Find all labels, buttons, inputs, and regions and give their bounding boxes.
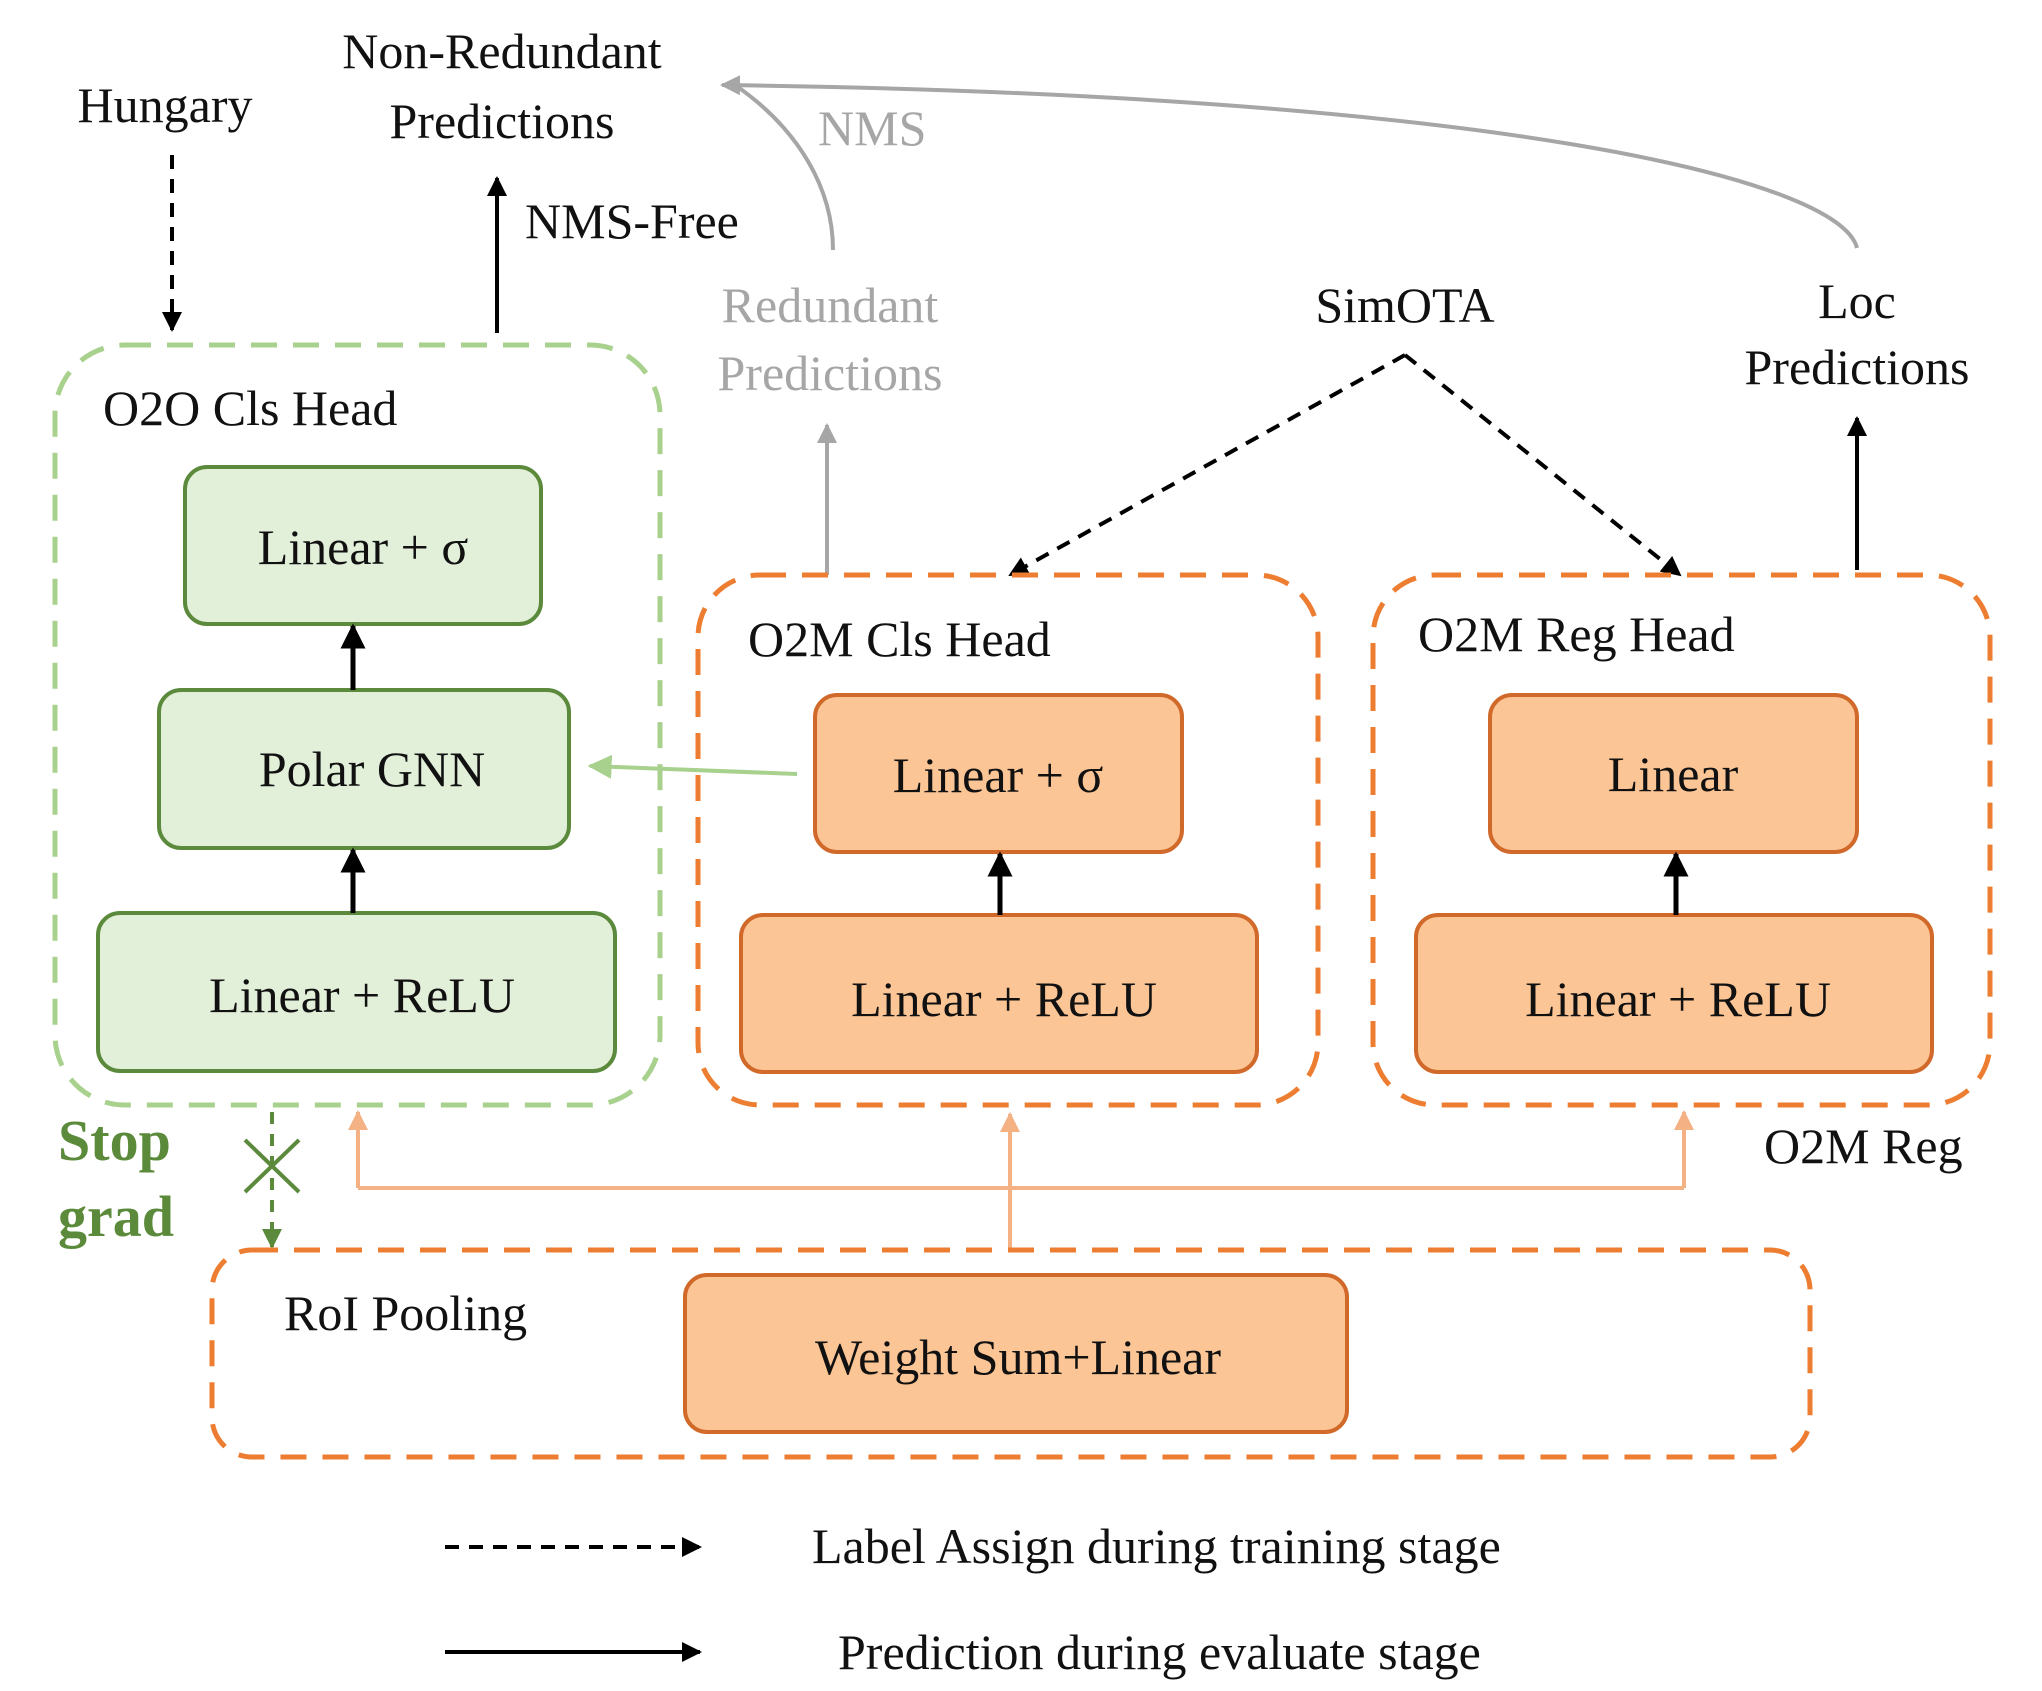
- o2o-cls-head-title: O2O Cls Head: [103, 380, 397, 436]
- o2m-to-polar-gnn-arrow: [587, 754, 798, 779]
- simota-dashed-arrow-reg: [1403, 353, 1682, 577]
- non-redundant-label-line1: Non-Redundant: [342, 23, 661, 79]
- loc-label-line2: Predictions: [1745, 339, 1970, 395]
- simota-dashed-arrow-cls: [1008, 353, 1406, 577]
- nms-free-label: NMS-Free: [525, 193, 739, 249]
- redundant-label-line1: Redundant: [722, 277, 939, 333]
- roi-feature-connectors: [348, 1110, 1694, 1250]
- polar-gnn-label: Polar GNN: [259, 741, 485, 797]
- stop-grad-cross-icon: [243, 1138, 301, 1194]
- legend-solid-label: Prediction during evaluate stage: [838, 1624, 1481, 1680]
- roi-pooling-title: RoI Pooling: [284, 1285, 527, 1341]
- o2m-cls-head-container: [695, 572, 1321, 1108]
- o2o-cls-head-container: [52, 342, 663, 1108]
- legend-dashed-label: Label Assign during training stage: [812, 1518, 1501, 1574]
- stop-grad-line2: grad: [58, 1184, 174, 1249]
- nms-arc-from-redundant: [733, 83, 835, 251]
- stop-grad-line1: Stop: [58, 1108, 171, 1173]
- nms-arc-from-loc: [720, 75, 1859, 249]
- loc-label-line1: Loc: [1818, 273, 1896, 329]
- weight-sum-linear-label: Weight Sum+Linear: [815, 1329, 1221, 1385]
- non-redundant-label-line2: Predictions: [390, 93, 615, 149]
- o2m-reg-linear-label: Linear: [1608, 746, 1739, 802]
- o2o-linear-sigma-label: Linear + σ: [258, 519, 469, 575]
- o2m-reg-linear-relu-label: Linear + ReLU: [1525, 971, 1831, 1027]
- o2m-cls-linear-relu-label: Linear + ReLU: [851, 971, 1157, 1027]
- weight-sum-linear-box: [683, 1273, 1349, 1434]
- o2o-linear-relu-box: [96, 911, 617, 1073]
- roi-pooling-container: [209, 1247, 1813, 1460]
- redundant-label-line2: Predictions: [718, 345, 943, 401]
- nms-label: NMS: [818, 100, 926, 156]
- o2m-reg-head-title: O2M Reg Head: [1418, 606, 1735, 662]
- simota-label: SimOTA: [1315, 277, 1494, 333]
- o2o-linear-relu-label: Linear + ReLU: [209, 967, 515, 1023]
- o2m-cls-head-title: O2M Cls Head: [748, 611, 1051, 667]
- o2m-reg-caption: O2M Reg: [1764, 1118, 1963, 1174]
- o2m-cls-linear-sigma-label: Linear + σ: [893, 747, 1104, 803]
- hungary-label: Hungary: [78, 77, 253, 133]
